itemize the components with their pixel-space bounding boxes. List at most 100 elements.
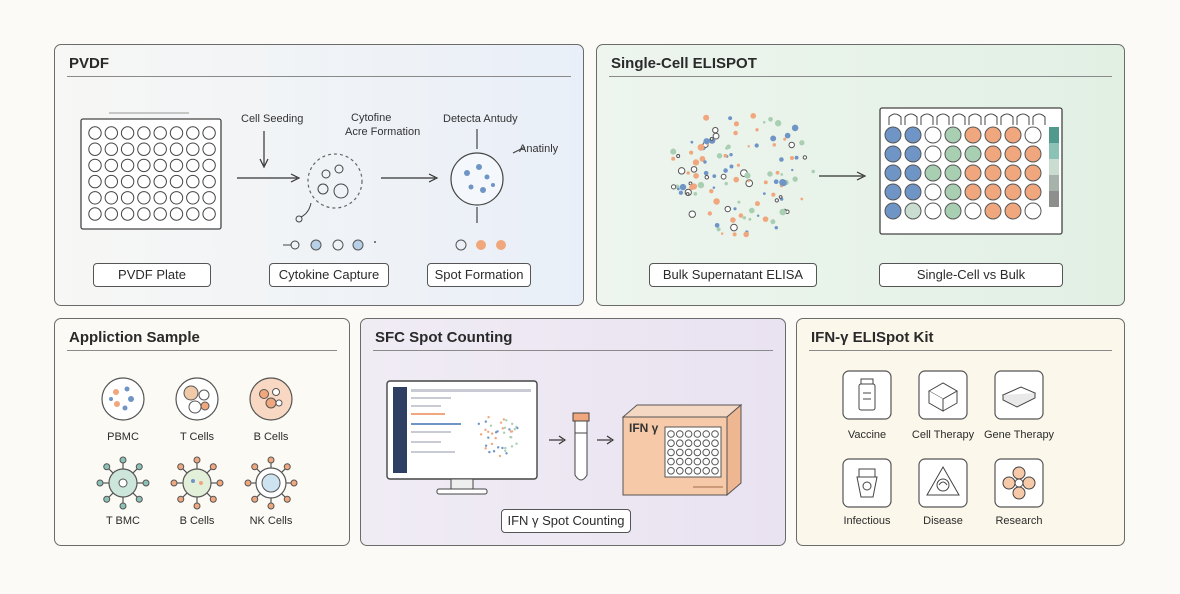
plate-well <box>153 142 167 156</box>
plate-well <box>1024 126 1042 144</box>
plate-well <box>120 142 135 156</box>
plate-well <box>186 191 200 205</box>
monitor-dot <box>513 428 516 431</box>
plate-tab <box>904 113 918 125</box>
plate-tab <box>952 113 966 125</box>
plate-well <box>169 207 184 221</box>
monitor-dot <box>484 420 488 423</box>
plate-well <box>884 126 902 144</box>
scatter-cell <box>685 192 690 196</box>
monitor-dot <box>510 445 514 448</box>
arrow-right-icon <box>381 173 439 183</box>
scatter-cell <box>728 116 733 121</box>
box-well <box>667 430 675 438</box>
scatter-cell <box>670 184 677 190</box>
spike-tip <box>244 479 252 487</box>
cytofine-label: Cytofine <box>351 112 392 124</box>
monitor-dot <box>477 422 481 426</box>
monitor-dot <box>492 450 496 453</box>
plate-well <box>169 142 184 156</box>
plate-well <box>924 164 942 182</box>
t-bmc-icon <box>96 456 150 510</box>
scatter-cell <box>733 130 738 136</box>
plate-well <box>944 164 962 182</box>
scatter-cell <box>690 166 698 173</box>
scatter-cell <box>783 137 787 141</box>
plate-well <box>944 145 962 163</box>
sfc-title-rule <box>373 350 773 351</box>
plate-well <box>944 126 962 144</box>
scatter-cell <box>791 168 794 172</box>
scatter-cell <box>744 172 751 179</box>
spike-tip <box>193 456 201 464</box>
plate-well <box>924 183 942 201</box>
application-title: Appliction Sample <box>69 329 200 346</box>
plate-well <box>202 142 216 156</box>
scatter-cell <box>811 169 815 174</box>
plate-well <box>186 126 200 140</box>
scatter-cell <box>733 121 740 127</box>
scatter-cell <box>723 153 728 158</box>
plate-well <box>202 207 216 221</box>
monitor-dot <box>496 446 500 449</box>
cytokine-capture-label: Cytokine Capture <box>269 263 389 287</box>
scatter-cell <box>738 213 744 218</box>
monitor-dot <box>510 436 513 439</box>
scatter-cell <box>671 156 676 161</box>
monitor-dot <box>502 418 506 421</box>
arrow-right-icon <box>549 435 567 445</box>
plate-well <box>169 191 184 205</box>
spike-tip <box>103 495 111 503</box>
scatter-cell <box>770 219 776 225</box>
monitor-dot <box>490 432 494 435</box>
scatter-cell <box>774 225 778 230</box>
spike-tip <box>209 463 217 471</box>
plate-well <box>153 207 167 221</box>
arrow-right-icon <box>819 171 867 181</box>
plate-tab <box>888 113 902 125</box>
spike-tip <box>209 495 217 503</box>
monitor-dot <box>504 446 507 450</box>
scatter-cell <box>756 214 760 218</box>
plate-well <box>120 191 135 205</box>
research-label: Research <box>995 515 1043 527</box>
b-cells-spiked-icon <box>170 456 224 510</box>
spike-tip <box>170 479 178 487</box>
sfc-panel: SFC Spot Counting IFN γ IFN γ <box>360 318 786 546</box>
scatter-cell <box>802 155 808 160</box>
box-well <box>711 457 719 466</box>
cell-therapy-icon <box>918 370 968 420</box>
scatter-cell <box>742 216 747 220</box>
spike-tip <box>267 502 275 510</box>
scatter-cell <box>714 222 720 228</box>
kit-box-icon <box>621 403 743 497</box>
box-well <box>684 439 693 448</box>
monitor-dot <box>501 446 504 450</box>
plate-tab <box>1032 113 1046 125</box>
plate-well <box>964 202 982 220</box>
plate-well <box>1004 164 1022 182</box>
b-cells-label: B Cells <box>253 431 289 443</box>
plate-well <box>137 191 151 205</box>
scatter-cell <box>724 205 731 213</box>
plate-well <box>104 207 118 221</box>
scatter-cell <box>697 144 705 151</box>
plate-well <box>884 145 902 163</box>
plate-well <box>964 164 982 182</box>
scatter-cell <box>748 207 755 214</box>
spike-tip <box>135 495 143 503</box>
vaccine-label: Vaccine <box>847 429 887 441</box>
pvdf-plate-icon <box>80 112 222 230</box>
monitor-dot <box>505 452 508 455</box>
scatter-cell <box>677 167 686 175</box>
scatter-cell <box>678 190 684 195</box>
scatter-cell <box>792 176 798 182</box>
plate-well <box>88 158 102 173</box>
scatter-cell <box>774 198 779 203</box>
box-well <box>702 448 710 457</box>
plate-well <box>984 126 1002 144</box>
scatter-cell <box>712 132 720 140</box>
plate-well <box>137 142 151 156</box>
single-cell-title: Single-Cell ELISPOT <box>611 55 757 72</box>
scatter-cell <box>686 171 690 175</box>
